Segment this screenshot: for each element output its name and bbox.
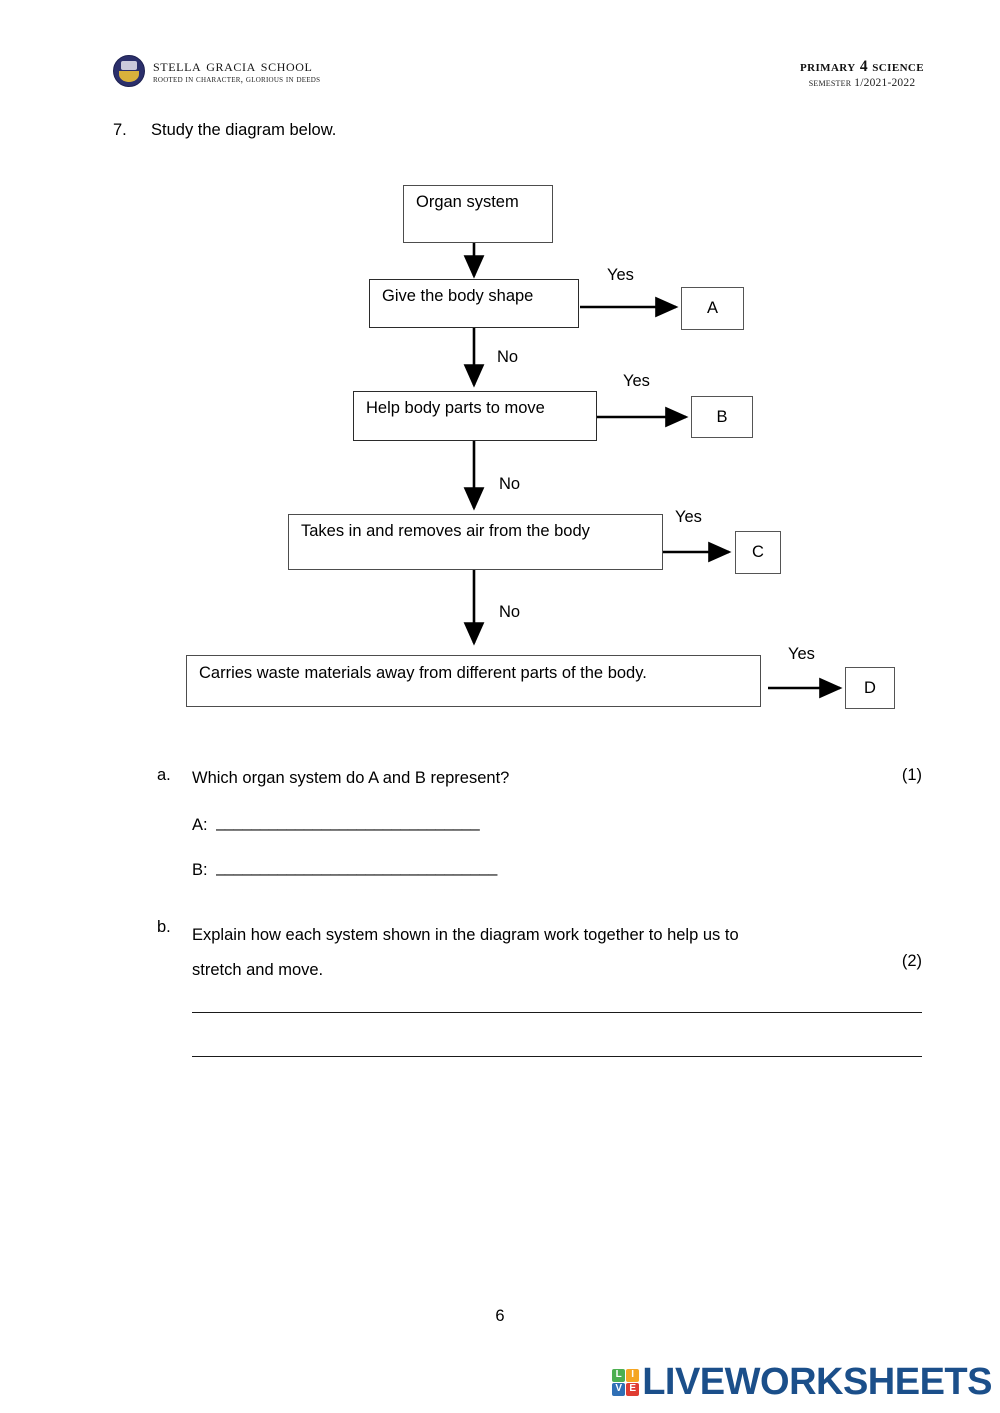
subquestion-b-line2: stretch and move. (192, 960, 324, 979)
school-name: Stella Gracia School (153, 54, 313, 75)
liveworksheets-tiles-icon: L I V E (612, 1368, 640, 1396)
flow-step-box-4: Carries waste materials away from differ… (186, 655, 761, 707)
flow-result-box-d: D (845, 667, 895, 709)
school-branding: Stella Gracia School Rooted in Character… (113, 55, 320, 87)
flow-result-box-b: B (691, 396, 753, 438)
edge-label-yes-2: Yes (623, 372, 650, 390)
subquestion-b-label: b. (157, 918, 171, 936)
flow-step-box-2: Help body parts to move (353, 391, 597, 441)
edge-label-no-2: No (499, 475, 521, 493)
school-motto: Rooted in Character, Glorious in Deeds (153, 75, 321, 85)
lw-tile-i: I (626, 1368, 640, 1382)
answer-a-blank[interactable]: ______________________________ (216, 813, 480, 831)
edge-label-yes-3: Yes (675, 508, 702, 526)
lw-tile-l: L (612, 1368, 626, 1382)
school-crest-icon (113, 55, 145, 87)
organ-system-flowchart: Organ system Give the body shape A Yes N… (0, 170, 1000, 730)
subquestion-b-line1: Explain how each system shown in the dia… (192, 926, 739, 944)
liveworksheets-logo: L I V E LIVEWORKSHEETS (612, 1363, 992, 1401)
question-text: Study the diagram below. (151, 121, 337, 139)
subject-title: Primary 4 Science (800, 58, 924, 75)
edge-label-no-1: No (497, 348, 519, 366)
question-number: 7. (113, 121, 127, 139)
school-text-block: Stella Gracia School Rooted in Character… (153, 54, 321, 86)
answer-b-prefix: B: (192, 861, 208, 879)
lw-tile-e: E (626, 1382, 640, 1396)
subquestion-a-text: Which organ system do A and B represent? (192, 769, 510, 787)
subquestion-a-label: a. (157, 766, 171, 784)
page-number: 6 (495, 1307, 505, 1325)
liveworksheets-wordmark: LIVEWORKSHEETS (642, 1361, 992, 1403)
flow-result-box-a: A (681, 287, 744, 330)
answer-line-2[interactable] (192, 1056, 922, 1057)
flow-step-box-1: Give the body shape (369, 279, 579, 328)
edge-label-yes-1: Yes (607, 266, 634, 284)
edge-label-yes-4: Yes (788, 645, 815, 663)
flowchart-connectors (463, 243, 843, 699)
lw-tile-v: V (612, 1382, 626, 1396)
subquestion-b-marks: (2) (901, 952, 922, 970)
flow-step-box-3: Takes in and removes air from the body (288, 514, 663, 570)
exam-header: Primary 4 Science Semester 1/2021-2022 (800, 58, 924, 90)
semester-title: Semester 1/2021-2022 (808, 76, 916, 89)
subquestion-b-text: Explain how each system shown in the dia… (192, 918, 922, 987)
edge-label-no-3: No (499, 603, 521, 621)
flow-result-box-c: C (735, 531, 781, 574)
flow-start-box: Organ system (403, 185, 553, 243)
answer-b-blank[interactable]: ________________________________ (216, 858, 497, 876)
subquestion-a-marks: (1) (901, 766, 922, 784)
answer-a-prefix: A: (192, 816, 208, 834)
answer-line-1[interactable] (192, 1012, 922, 1013)
question-7-prompt: 7. Study the diagram below. (113, 121, 336, 140)
